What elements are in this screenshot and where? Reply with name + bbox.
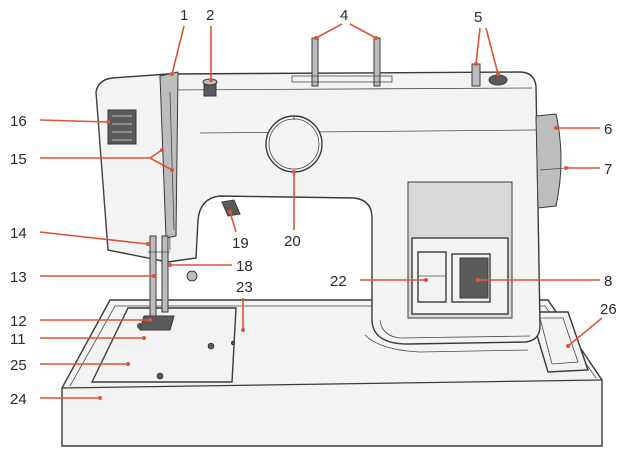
callout-5: 5 (474, 9, 482, 26)
light-switch (221, 199, 241, 217)
callout-25: 25 (10, 357, 27, 374)
callout-8: 8 (604, 273, 612, 290)
pattern-dial (265, 115, 323, 173)
callout-26: 26 (600, 301, 617, 318)
callout-arrows (39, 23, 603, 399)
tension-dial (107, 109, 137, 145)
hand-wheel (535, 113, 567, 209)
callout-18: 18 (236, 258, 253, 275)
control-panel (407, 181, 513, 319)
callout-6: 6 (604, 121, 612, 138)
callout-22: 22 (330, 273, 347, 290)
callout-13: 13 (10, 269, 27, 286)
callout-16: 16 (10, 113, 27, 130)
callout-14: 14 (10, 225, 27, 242)
callout-24: 24 (10, 391, 27, 408)
callout-labels: 1 2 4 5 6 7 8 11 12 13 14 15 16 18 19 20… (10, 7, 617, 408)
callout-11: 11 (10, 331, 26, 348)
thread-guide (202, 78, 218, 97)
callout-23: 23 (236, 279, 253, 296)
accessory-compartment (529, 311, 589, 373)
callout-15: 15 (10, 151, 27, 168)
callout-12: 12 (10, 313, 27, 330)
callout-20: 20 (284, 233, 301, 250)
callout-arrowheads (98, 36, 570, 400)
callout-7: 7 (604, 161, 612, 178)
callout-4: 4 (340, 7, 348, 24)
callout-19: 19 (232, 235, 249, 252)
callout-1: 1 (180, 7, 188, 24)
callout-2: 2 (206, 7, 214, 24)
